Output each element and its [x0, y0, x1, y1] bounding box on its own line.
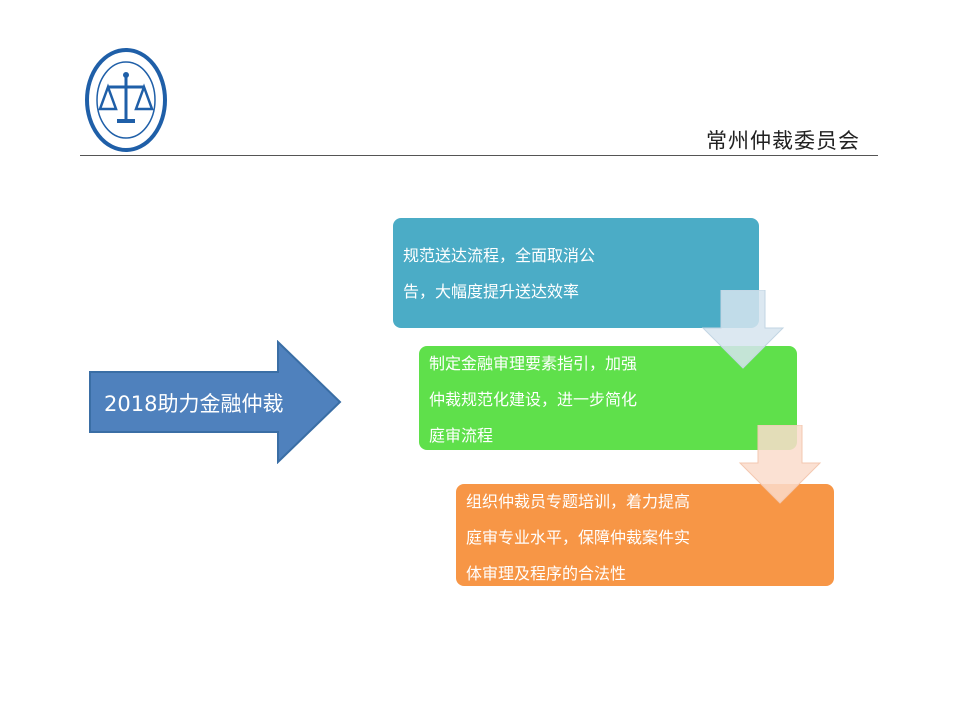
step-box-2: 制定金融审理要素指引，加强 仲裁规范化建设，进一步简化 庭审流程	[419, 346, 797, 450]
header-divider	[80, 155, 878, 156]
step-box-3: 组织仲裁员专题培训，着力提高 庭审专业水平，保障仲裁案件实 体审理及程序的合法性	[456, 484, 834, 586]
step-3-line-1: 组织仲裁员专题培训，着力提高	[466, 492, 691, 511]
down-arrow-connector-2	[738, 425, 822, 504]
main-arrow-label: 2018助力金融仲裁	[104, 392, 284, 416]
step-1-line-1: 规范送达流程，全面取消公	[403, 246, 596, 265]
org-name: 常州仲裁委员会	[706, 129, 860, 153]
step-2-line-2: 仲裁规范化建设，进一步简化	[429, 390, 638, 409]
right-arrow-shape	[89, 340, 342, 464]
step-1-line-2: 告，大幅度提升送达效率	[403, 282, 580, 301]
down-arrow-connector-1	[701, 290, 785, 369]
step-2-line-3: 庭审流程	[429, 426, 494, 445]
arbitration-logo	[85, 48, 167, 152]
step-2-line-1: 制定金融审理要素指引，加强	[429, 354, 638, 373]
step-3-line-3: 体审理及程序的合法性	[466, 564, 627, 583]
step-box-1: 规范送达流程，全面取消公 告，大幅度提升送达效率	[393, 218, 759, 328]
step-3-line-2: 庭审专业水平，保障仲裁案件实	[466, 528, 691, 547]
